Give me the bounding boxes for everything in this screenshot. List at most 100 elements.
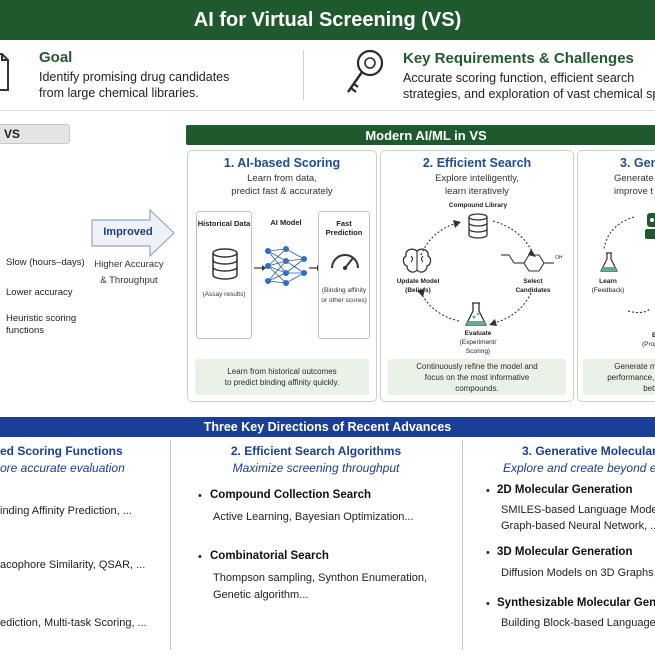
panel-efficient-search-foot-line1: Continuously refine the model and [416, 361, 538, 371]
search-cycle-arrows [417, 220, 536, 326]
panel-efficient-search-sub-line2: learn iteratively [445, 186, 509, 197]
panel-efficient-search-foot-line3: compounds. [455, 383, 499, 393]
direction-1-sub: ore accurate evaluation [0, 461, 125, 475]
direction-2-group-2-head: Combinatorial Search [210, 550, 329, 562]
node-select-candidates: Select Candidates [509, 277, 557, 295]
panel-efficient-search-footer: Continuously refine the model and focus … [388, 359, 566, 395]
panel-efficient-search: 2. Efficient Search Explore intelligentl… [380, 150, 574, 402]
robot-icon [641, 209, 655, 246]
requirements-text-line1: Accurate scoring function, efficient sea… [403, 71, 635, 85]
direction-2-group-1-head: Compound Collection Search [210, 489, 372, 501]
database-icon [211, 248, 239, 285]
direction-3-group-2-head: 3D Molecular Generation [497, 546, 633, 558]
node-update-line1: Update Model [396, 278, 440, 285]
traditional-item-3: Heuristic scoring [6, 313, 77, 324]
header-divider [303, 50, 304, 100]
node-update-model: Update Model (Beliefs) [387, 277, 449, 295]
direction-2-group-1-item-1: Active Learning, Bayesian Optimization..… [213, 511, 414, 523]
panel-generation-sub-line1: Generate [614, 173, 654, 184]
direction-3-title: 3. Generative Molecular I [522, 444, 655, 458]
improved-arrow [90, 208, 176, 263]
direction-3-group-3-head: Synthesizable Molecular Genera [497, 597, 655, 609]
panel-ai-scoring-title: 1. AI-based Scoring [223, 156, 341, 170]
improved-label: Improved [103, 226, 153, 238]
traditional-item-2: Lower accuracy [6, 287, 73, 298]
direction-3-group-1-item-1: SMILES-based Language Model, [501, 504, 655, 516]
traditional-vs-tag: VS [0, 124, 70, 144]
direction-1-item-1: inding Affinity Prediction, ... [0, 505, 132, 517]
generation-cycle-arrows [603, 216, 651, 314]
direction-3-group-1-head: 2D Molecular Generation [497, 484, 633, 496]
flask-icon [598, 251, 620, 280]
direction-3-group-3-item-1: Building Block-based Language M [501, 617, 655, 629]
node-evaluate-label: Evaluate [464, 330, 492, 337]
panel-ai-scoring-footer: Learn from historical outcomes to predic… [195, 359, 369, 395]
improved-note-line2: & Throughput [100, 275, 158, 286]
node-compound-library-label: Compound Library [448, 202, 508, 209]
document-icon [0, 52, 10, 97]
page-title: AI for Virtual Screening (VS) [193, 8, 462, 31]
panel-ai-scoring-sub-line1: Learn from data, [247, 173, 317, 184]
direction-2-sub: Maximize screening throughput [232, 461, 400, 475]
svg-text:OH: OH [555, 255, 563, 261]
goal-title: Goal [39, 49, 73, 66]
direction-2-group-2-item-1: Thompson sampling, Synthon Enumeration, [213, 572, 428, 584]
directions-divider-1 [170, 440, 171, 650]
node-update-line2: (Beliefs) [405, 287, 431, 294]
molecule-icon: OH [499, 247, 563, 284]
panel-efficient-search-foot-line2: focus on the most informative [424, 372, 530, 382]
fast-prediction-foot-line2: or other scores) [321, 297, 367, 304]
directions-banner: Three Key Directions of Recent Advances [0, 417, 655, 437]
bullet-icon: • [198, 490, 202, 502]
direction-2-title: 2. Efficient Search Algorithms [230, 444, 402, 458]
traditional-item-4: functions [6, 325, 45, 336]
requirements-title: Key Requirements & Challenges [403, 50, 634, 67]
fast-prediction-box: Fast Prediction (Binding affinity or oth… [318, 211, 370, 339]
node-evaluate-sub-line1: (Experiment/ [459, 339, 497, 346]
panel-generation-foot-line1: Generate mo [614, 361, 655, 371]
bullet-icon: • [198, 551, 202, 563]
panel-ai-scoring-foot-line1: Learn from historical outcomes [227, 367, 337, 376]
direction-1-title: ed Scoring Functions [0, 444, 123, 458]
panel-generation-title: 3. Gene [620, 156, 655, 170]
historical-data-box: Historical Data (Assay results) [196, 211, 252, 339]
modern-banner-label: Modern AI/ML in VS [365, 127, 487, 143]
node-select-line1: Select [523, 278, 543, 285]
node-prop-label: (Prop [642, 341, 655, 348]
panel-generation-sub-line2: improve t [614, 186, 654, 197]
brain-icon [402, 247, 432, 280]
direction-1-item-2: acophore Similarity, QSAR, ... [0, 559, 146, 571]
neural-network-icon [264, 243, 308, 294]
improved-note-line1: Higher Accuracy [94, 259, 164, 270]
goal-text-line2: from large chemical libraries. [39, 86, 199, 100]
node-learn: Learn (Feedback) [584, 277, 632, 295]
direction-1-item-3: ediction, Multi-task Scoring, ... [0, 617, 147, 629]
database-icon [467, 213, 489, 244]
modern-banner: Modern AI/ML in VS [186, 125, 655, 145]
title-bar: AI for Virtual Screening (VS) [0, 0, 655, 40]
panel-ai-scoring-sub-line2: predict fast & accurately [231, 186, 333, 197]
historical-data-foot: (Assay results) [202, 291, 246, 298]
bullet-icon: • [486, 547, 490, 559]
node-select-line2: Candidates [515, 287, 551, 294]
direction-3-sub: Explore and create beyond exi [503, 461, 655, 475]
historical-data-label: Historical Data [197, 219, 251, 228]
section-divider [0, 110, 655, 111]
direction-3-group-2-item-1: Diffusion Models on 3D Graphs, ... [501, 567, 655, 579]
node-evaluate-sub-line2: Scoring) [465, 348, 491, 355]
panel-generation: 3. Gene Generate improve t Learn (Feedba… [577, 150, 655, 402]
panel-generation-foot-line3: bette [643, 383, 655, 393]
key-icon [342, 48, 386, 105]
fast-prediction-label: Fast Prediction [325, 219, 363, 237]
fast-prediction-foot-line1: (Binding affinity [321, 287, 367, 294]
panel-generation-foot-line2: performance, a [607, 372, 655, 382]
direction-3-group-1-item-2: Graph-based Neural Network, ... [501, 520, 655, 532]
directions-banner-label: Three Key Directions of Recent Advances [203, 420, 452, 434]
node-e-label: E [652, 332, 655, 339]
panel-ai-scoring: 1. AI-based Scoring Learn from data, pre… [187, 150, 377, 402]
bullet-icon: • [486, 598, 490, 610]
panel-generation-footer: Generate mo performance, a bette [583, 359, 655, 395]
bullet-icon: • [486, 485, 490, 497]
panel-efficient-search-title: 2. Efficient Search [422, 156, 532, 170]
gauge-icon [329, 248, 361, 277]
